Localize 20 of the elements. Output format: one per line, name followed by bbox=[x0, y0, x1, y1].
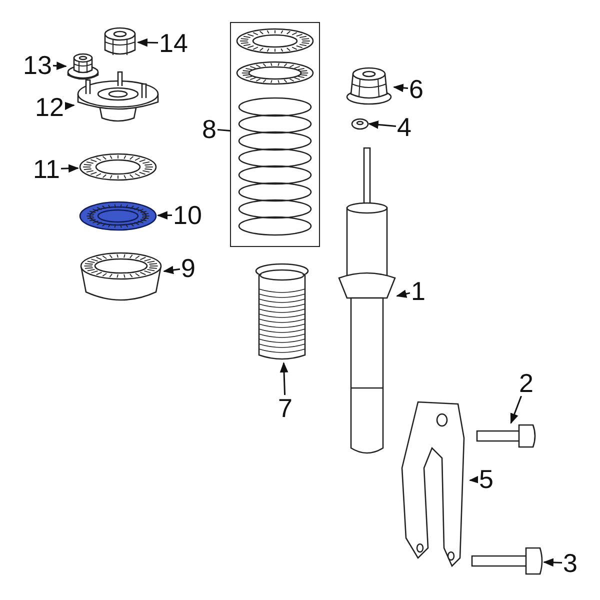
leader-arrow bbox=[468, 475, 480, 484]
leader-arrow bbox=[280, 362, 288, 396]
flange-nut-drawing bbox=[66, 52, 100, 82]
bolt-drawing bbox=[475, 423, 537, 449]
leader-arrow bbox=[52, 62, 68, 70]
leader-arrow bbox=[396, 290, 410, 298]
leader-arrow bbox=[60, 164, 80, 173]
leader-arrow bbox=[156, 211, 172, 220]
bolt-drawing bbox=[470, 546, 544, 576]
leader-arrow bbox=[542, 558, 562, 567]
washer-drawing bbox=[351, 116, 369, 130]
leader-arrow bbox=[136, 38, 158, 47]
leader-arrow bbox=[368, 120, 396, 129]
leader-arrow bbox=[510, 396, 522, 424]
nut-drawing bbox=[102, 26, 138, 58]
bearing-drawing bbox=[78, 200, 158, 232]
leader-arrow bbox=[162, 266, 180, 274]
leader-arrow bbox=[392, 84, 408, 92]
leader-arrow bbox=[64, 102, 76, 110]
leader-line bbox=[217, 128, 230, 132]
